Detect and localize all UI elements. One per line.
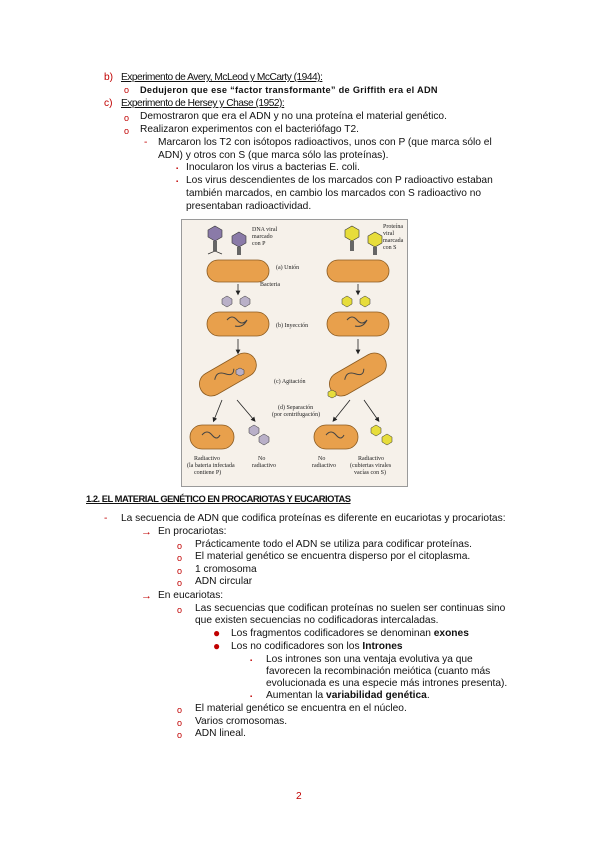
- bullet-circle-icon: o: [177, 605, 183, 615]
- arrow-right-icon: →: [141, 590, 152, 602]
- right-label-line2: viral: [383, 231, 394, 237]
- section-c-sub-line2: ADN) y otros con S (que marca sólo las p…: [158, 150, 389, 161]
- procariotas-item-1: Prácticamente todo el ADN se utiliza par…: [195, 539, 472, 550]
- bullet-circle-icon: o: [177, 541, 183, 551]
- eucariotas-item-1-line1: Las secuencias que codifican proteínas n…: [195, 603, 506, 614]
- result-left-sub1: (la bateria infectada: [187, 462, 235, 469]
- intrones-term: Intrones: [362, 641, 403, 652]
- section-12-title: 1.2. EL MATERIAL GENÉTICO EN PROCARIOTAS…: [86, 493, 351, 504]
- bullet-circle-icon: o: [177, 705, 183, 715]
- left-label-line2: marcado: [252, 234, 273, 240]
- step-a-label: (a) Unión: [276, 264, 299, 271]
- right-label-line3: marcada: [383, 238, 404, 244]
- result-right-sub2: vacías con S): [354, 469, 386, 476]
- phage-icon: [231, 231, 247, 255]
- bacteria-cell: [326, 259, 390, 283]
- no-radiactivo-right-2: radiactivo: [312, 463, 336, 469]
- section-c-sub-line1: Marcaron los T2 con isótopos radioactivo…: [158, 137, 492, 148]
- phage-icon: [221, 295, 371, 308]
- eucariotas-item-3: Varios cromosomas.: [195, 716, 288, 727]
- section-c-bullet-2: Realizaron experimentos con el bacterióf…: [140, 124, 359, 135]
- bullet-circle-icon: o: [177, 730, 183, 740]
- left-label-line3: con P: [252, 241, 266, 247]
- bacteria-label: Bacteria: [260, 282, 280, 288]
- step-d-label-line2: (por centrifugación): [272, 411, 320, 418]
- section-c-marker: c): [104, 98, 113, 109]
- result-left-title: Radiactivo: [194, 456, 220, 462]
- bullet-small-icon: ▪: [250, 658, 253, 664]
- section-c-subsub2-line2: también marcados, en cambio los marcados…: [186, 188, 482, 199]
- bullet-circle-icon: o: [177, 566, 183, 576]
- intrones-prefix: Los no codificadores son los: [231, 641, 363, 652]
- no-radiactivo-left-2: radiactivo: [252, 463, 276, 469]
- hershey-chase-figure: DNA viral marcado con P Proteína viral m…: [181, 219, 408, 487]
- section-c-subsub2-line1: Los virus descendientes de los marcados …: [186, 175, 493, 186]
- eucariotas-heading: En eucariotas:: [158, 590, 224, 601]
- intrones-sub-line2: favorecen la recombinación meiótica (cua…: [266, 666, 491, 677]
- bullet-small-icon: ▪: [250, 694, 253, 700]
- right-label-line1: Proteína: [383, 224, 403, 230]
- bullet-dash-icon: -: [104, 513, 108, 524]
- section-b-marker: b): [104, 72, 114, 83]
- eucariotas-item-4: ADN lineal.: [195, 728, 246, 739]
- left-label-line1: DNA viral: [252, 227, 277, 233]
- bullet-dash-icon: -: [144, 137, 148, 148]
- arrow-right-icon: →: [141, 526, 152, 538]
- procariotas-item-2: El material genético se encuentra disper…: [195, 551, 471, 562]
- hershey-chase-diagram: DNA viral marcado con P Proteína viral m…: [187, 224, 404, 476]
- bullet-small-icon: ▪: [176, 179, 179, 185]
- right-label-line4: con S: [383, 245, 397, 251]
- section-c-subsub1: Inocularon los virus a bacterias E. coli…: [186, 162, 360, 173]
- bullet-circle-icon: o: [177, 578, 183, 588]
- phage-icon: [344, 225, 360, 251]
- bullet-dot-icon: ●: [213, 639, 221, 653]
- intrones-sub-line1: Los intrones son una ventaja evolutiva y…: [266, 654, 473, 665]
- phage-icon: [367, 231, 383, 255]
- bullet-circle-icon: o: [177, 718, 183, 728]
- intrones-sub-line3: evolucionada es una especie más intrones…: [266, 678, 508, 689]
- variabilidad-prefix: Aumentan la: [266, 690, 327, 701]
- variabilidad-line: Aumentan la variabilidad genética.: [266, 690, 430, 702]
- page-number: 2: [296, 791, 302, 802]
- step-c-label: (c) Agitación: [274, 378, 306, 385]
- no-radiactivo-right-1: No: [318, 456, 325, 462]
- bullet-circle-icon: o: [124, 126, 130, 136]
- section-b-title: Experimento de Avery, McLeod y McCarty (…: [121, 72, 323, 83]
- bacteria-cell: [206, 311, 270, 337]
- bacteria-cell: [206, 259, 270, 283]
- bullet-circle-icon: o: [124, 113, 130, 123]
- bacteria-cell: [189, 424, 235, 450]
- bacteria-cell: [326, 311, 390, 337]
- exones-prefix: Los fragmentos codificadores se denomina…: [231, 628, 434, 639]
- section-c-title: Experimento de Hersey y Chase (1952):: [121, 98, 285, 109]
- procariotas-item-4: ADN circular: [195, 576, 253, 587]
- section-c-subsub2-line3: presentaban radioactividad.: [186, 201, 312, 212]
- bullet-circle-icon: o: [124, 85, 130, 95]
- intrones-line: Los no codificadores son los Intrones: [231, 641, 403, 653]
- bullet-small-icon: ▪: [176, 166, 179, 172]
- exones-line: Los fragmentos codificadores se denomina…: [231, 628, 469, 640]
- exones-term: exones: [433, 628, 469, 639]
- section-b-bullet: Dedujeron que ese “factor transformante”…: [140, 85, 438, 95]
- eucariotas-item-2: El material genético se encuentra en el …: [195, 703, 407, 714]
- bullet-dot-icon: ●: [213, 626, 221, 640]
- step-b-label: (b) Inyección: [276, 322, 308, 329]
- section-c-bullet-1: Demostraron que era el ADN y no una prot…: [140, 111, 447, 122]
- no-radiactivo-left-1: No: [258, 456, 265, 462]
- section-12-intro: La secuencia de ADN que codifica proteín…: [121, 513, 506, 524]
- bullet-circle-icon: o: [177, 553, 183, 563]
- variabilidad-suffix: .: [426, 690, 430, 701]
- phage-icon: [207, 225, 223, 255]
- bacteria-cell: [313, 424, 359, 450]
- variabilidad-term: variabilidad genética: [326, 690, 427, 701]
- step-d-label-line1: (d) Separación: [278, 404, 313, 411]
- result-right-sub1: (cubiertas virales: [350, 462, 392, 469]
- procariotas-heading: En procariotas:: [158, 526, 227, 537]
- result-right-title: Radiactivo: [358, 456, 384, 462]
- procariotas-item-3: 1 cromosoma: [195, 564, 257, 575]
- eucariotas-item-1-line2: que existen secuencias no codificadoras …: [195, 615, 439, 626]
- result-left-sub2: contiene P): [194, 469, 221, 476]
